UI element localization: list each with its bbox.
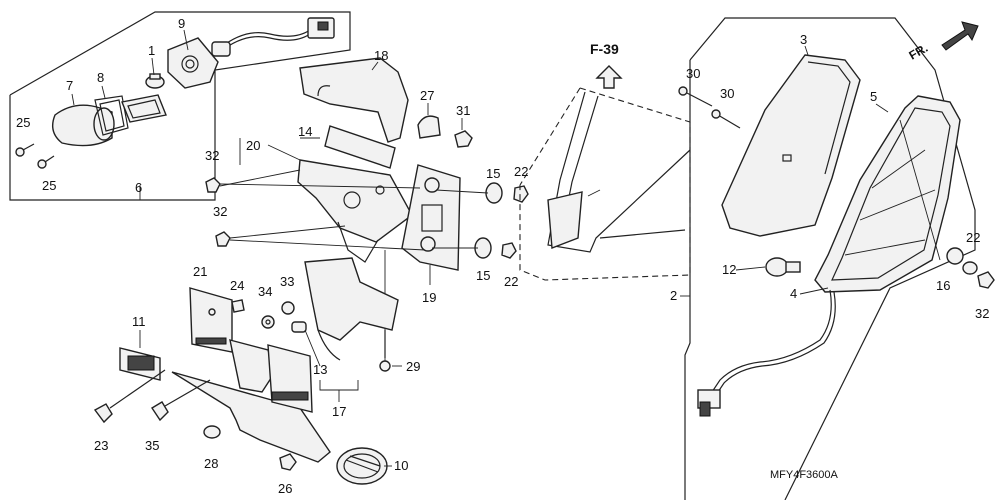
clip-27-part (417, 115, 441, 139)
light-wire-harness (211, 17, 335, 57)
callout-15a: 15 (486, 166, 500, 181)
frame-reference-outline (519, 87, 691, 281)
callout-22b: 22 (504, 274, 518, 289)
bolt-35-part (151, 379, 211, 422)
nut-32-right (977, 271, 995, 289)
license-plate-21-part (189, 287, 233, 353)
callout-25b: 25 (42, 178, 56, 193)
callout-4: 4 (790, 286, 797, 301)
callout-13: 13 (313, 362, 327, 377)
rubber-strip-part (121, 94, 167, 123)
gasket-part (94, 95, 129, 136)
callout-1: 1 (148, 43, 155, 58)
screw-25-upper (15, 143, 35, 157)
reference-arrow (595, 65, 623, 89)
bolt-32-lower (215, 231, 231, 247)
callout-32b: 32 (213, 204, 227, 219)
callout-11: 11 (132, 314, 146, 329)
tail-housing-5-part (814, 95, 961, 293)
callout-9: 9 (178, 16, 185, 31)
tail-lens-3-part (721, 54, 861, 237)
license-bracket-part (304, 257, 399, 361)
callout-7: 7 (66, 78, 73, 93)
front-direction-arrow (941, 21, 979, 51)
bolt-32-upper (205, 177, 221, 193)
callout-12: 12 (722, 262, 736, 277)
bolt-leader-lines (219, 138, 489, 362)
nut-31-part (454, 130, 473, 148)
nut-22-upper (513, 185, 529, 203)
callout-25a: 25 (16, 115, 30, 130)
mount-plate-19-part (401, 164, 461, 271)
callout-6: 6 (135, 180, 142, 195)
callout-17: 17 (332, 404, 346, 419)
callout-22c: 22 (966, 230, 980, 245)
callout-3: 3 (800, 32, 807, 47)
callout-2: 2 (670, 288, 677, 303)
callout-8: 8 (97, 70, 104, 85)
callout-35: 35 (145, 438, 159, 453)
fender-cover-part (299, 57, 409, 143)
callout-31: 31 (456, 103, 470, 118)
callout-21: 21 (193, 264, 207, 279)
callout-leaders (71, 29, 889, 467)
nut-26-part (279, 453, 297, 471)
license-light-group (9, 11, 351, 201)
bracket-20-part (297, 159, 413, 263)
reflector-holder-part (171, 339, 331, 463)
callout-33: 33 (280, 274, 294, 289)
collar-33-part (281, 301, 295, 315)
callout-26: 26 (278, 481, 292, 496)
callout-19: 19 (422, 290, 436, 305)
tail-bulb-12-part (765, 257, 801, 277)
license-light-11-part (119, 347, 161, 381)
callout-34: 34 (258, 284, 272, 299)
callout-27: 27 (420, 88, 434, 103)
reference-label: F-39 (590, 41, 619, 57)
callout-10: 10 (394, 458, 408, 473)
callout-5: 5 (870, 89, 877, 104)
callout-15b: 15 (476, 268, 490, 283)
callout-30a: 30 (686, 66, 700, 81)
washer-34-part (261, 315, 275, 329)
callout-24: 24 (230, 278, 244, 293)
bolt-29-part (379, 330, 391, 372)
callout-labels: 1 2 3 4 5 6 7 8 9 10 11 12 13 14 15 15 1… (16, 16, 989, 496)
screw-24-part (231, 299, 245, 313)
callout-32c: 32 (975, 306, 989, 321)
callout-18: 18 (374, 48, 388, 63)
nut-22-lower (501, 242, 517, 259)
reflector-10-part (336, 447, 388, 485)
grommet-28-part (203, 425, 221, 439)
collar-13-part (291, 321, 307, 333)
bolt-23-part (93, 369, 166, 424)
screw-30-left (678, 86, 713, 107)
callout-32a: 32 (205, 148, 219, 163)
callout-14: 14 (298, 124, 312, 139)
screw-25-lower (37, 155, 55, 169)
callout-29: 29 (406, 359, 420, 374)
tail-wire-harness (697, 289, 836, 417)
callout-28: 28 (204, 456, 218, 471)
callout-20: 20 (246, 138, 260, 153)
socket-housing-part (167, 37, 219, 89)
bulb-part (145, 73, 165, 89)
callout-23: 23 (94, 438, 108, 453)
rubber-strip-14-part (324, 125, 396, 169)
callout-17-bracket (319, 380, 359, 402)
callout-22a: 22 (514, 164, 528, 179)
grommet-16-part (946, 247, 964, 265)
part-code-label: MFY4F3600A (770, 469, 839, 481)
callout-30b: 30 (720, 86, 734, 101)
callout-16: 16 (936, 278, 950, 293)
grommet-15-upper (485, 182, 503, 204)
washer-22-right (962, 261, 978, 275)
screw-30-right (711, 109, 741, 129)
